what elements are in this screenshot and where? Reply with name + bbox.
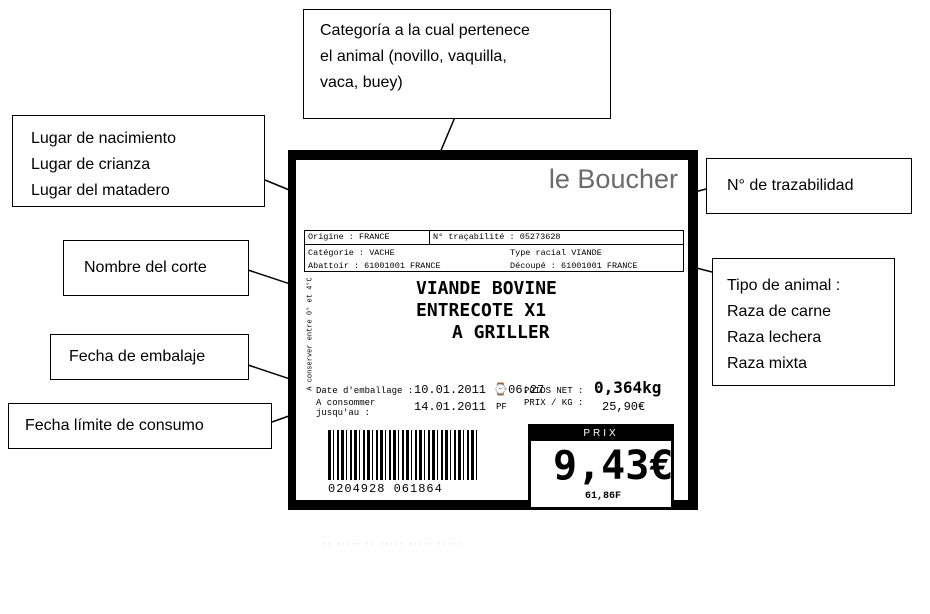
callout-categoria: Categoría a la cual pertenece el animal … [303,9,611,119]
price-box: PRIX 9,43€ 61,86F [528,424,674,510]
type-racial: Type racial VIANDE [510,248,602,258]
barcode [328,430,478,480]
emballage-label: Date d'emballage : [316,386,414,396]
callout-embalaje: Fecha de embalaje [50,334,249,380]
origine: Origine : FRANCE [308,232,390,242]
callout-consumo: Fecha límite de consumo [8,403,272,449]
decoupe: Découpé : 61001001 FRANCE [510,261,638,271]
callout-tipo: Tipo de animal : Raza de carne Raza lech… [712,258,895,386]
price-header: PRIX [531,427,671,441]
pf-mark: PF [496,402,507,412]
callout-embalaje-text: Fecha de embalaje [69,348,206,365]
meat-label-inner: le Boucher Origine : FRANCE N° traçabili… [296,160,688,510]
info-divider-v [429,230,430,244]
consommer-value: 14.01.2011 [414,400,487,414]
meat-label: le Boucher Origine : FRANCE N° traçabili… [288,150,698,510]
faded-text: ·· ····· ·· ····· ····· ····· [322,540,462,549]
barcode-digits: 0204928 061864 [328,482,443,496]
callout-corte-text: Nombre del corte [84,259,207,276]
price-value: 9,43€ [553,443,674,489]
consommer-label-2: jusqu'au : [316,408,371,418]
callout-categoria-line-3: vaca, buey) [320,74,403,91]
callout-trazabilidad: N° de trazabilidad [706,158,912,214]
product-line-3: A GRILLER [452,322,550,343]
callout-tipo-line-2: Raza de carne [727,303,832,320]
callout-categoria-line-2: el animal (novillo, vaquilla, [320,48,507,65]
callout-tipo-line-4: Raza mixta [727,355,808,372]
poids-value: 0,364kg [594,378,662,397]
brand-name: le Boucher [548,164,678,194]
info-box [304,230,684,272]
product-line-2: ENTRECOTE X1 [416,300,547,321]
callout-tipo-line-3: Raza lechera [727,329,822,346]
categorie: Catégorie : VACHE [308,248,395,258]
callout-corte: Nombre del corte [63,240,249,296]
abattoir: Abattoir : 61001001 FRANCE [308,261,441,271]
callout-lugar-line-1: Lugar de nacimiento [31,130,176,147]
product-line-1: VIANDE BOVINE [416,278,557,299]
callout-consumo-text: Fecha límite de consumo [25,417,204,434]
callout-trazabilidad-text: N° de trazabilidad [727,177,854,194]
callout-lugar-line-2: Lugar de crianza [31,156,151,173]
poids-label: POIDS NET : [524,386,584,396]
callout-lugar-line-3: Lugar del matadero [31,182,170,199]
callout-categoria-line-1: Categoría a la cual pertenece [320,22,530,39]
info-divider [304,244,684,245]
callout-tipo-line-1: Tipo de animal : [727,277,841,294]
prix-kg-value: 25,90€ [602,400,646,414]
storage-note: A conserver entre 0° et 4°C [306,277,315,391]
price-francs: 61,86F [585,491,622,502]
emballage-value: 10.01.2011 ⌚06:27 [414,383,545,397]
consommer-label-1: A consommer [316,398,376,408]
tracabilite: N° traçabilité : 05273628 [433,232,561,242]
callout-lugar: Lugar de nacimiento Lugar de crianza Lug… [12,115,265,207]
prix-kg-label: PRIX / KG : [524,398,584,408]
